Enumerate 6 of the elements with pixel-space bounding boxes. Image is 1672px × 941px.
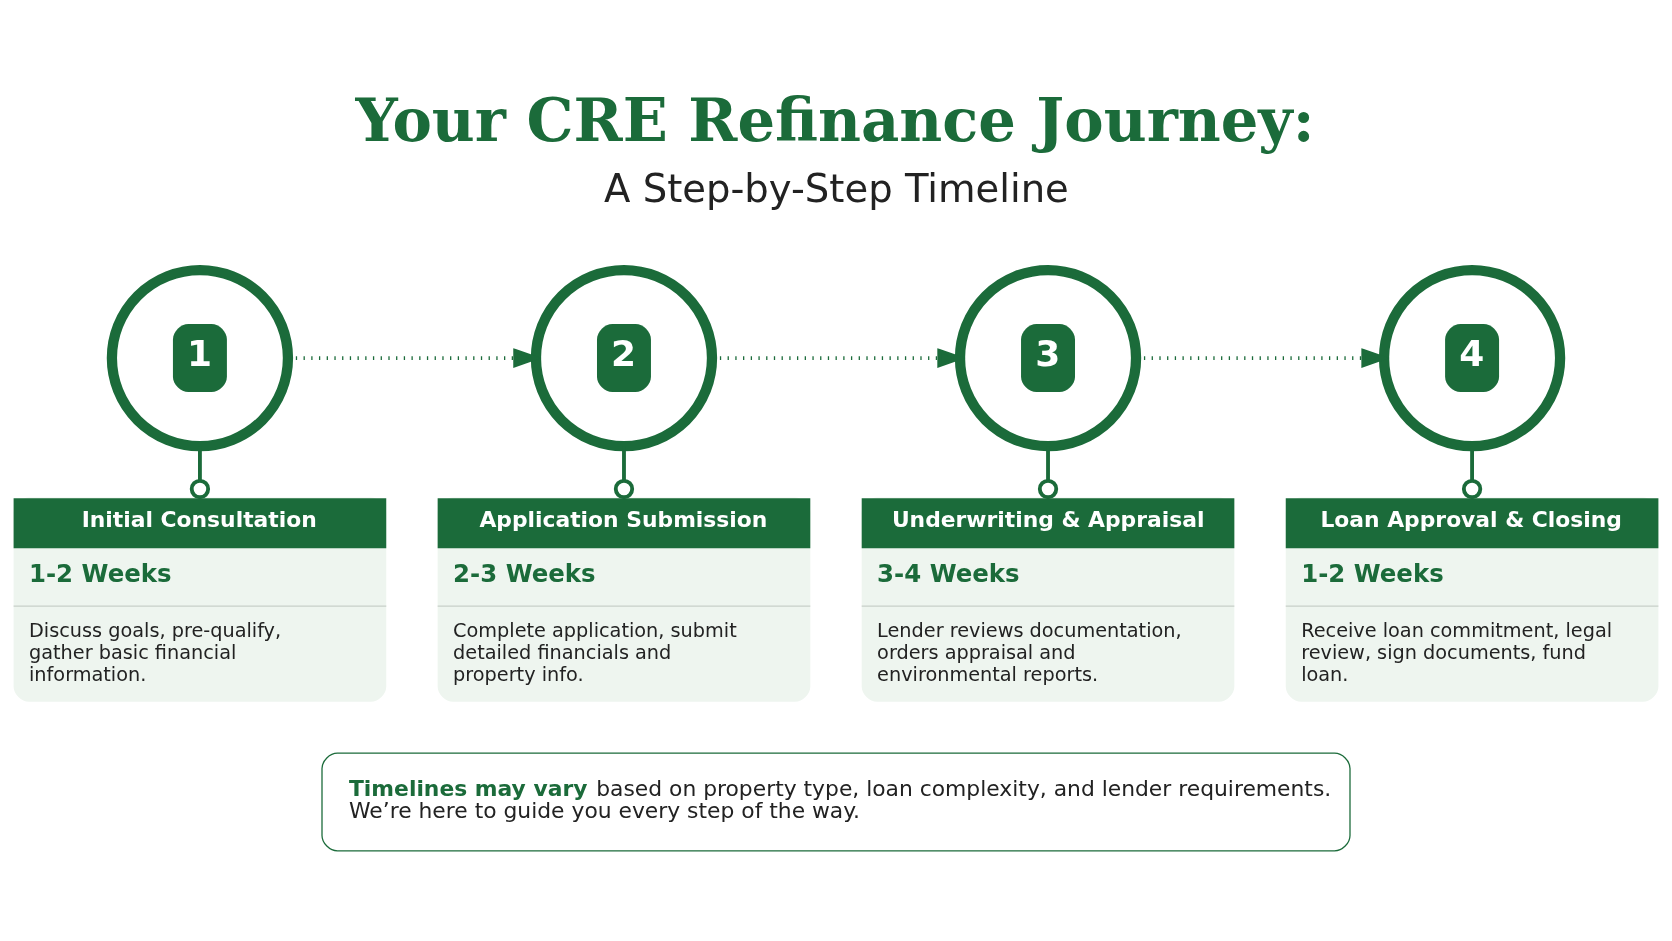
node-circle: 4 (1378, 264, 1566, 452)
node-circle: 2 (530, 264, 718, 452)
diagram-title: Your CRE Refinance Journey: (355, 86, 1315, 156)
node-circle: 3 (954, 264, 1142, 452)
label: A Step-by-Step Timeline (604, 165, 1069, 211)
node-circle: 1 (106, 264, 294, 452)
